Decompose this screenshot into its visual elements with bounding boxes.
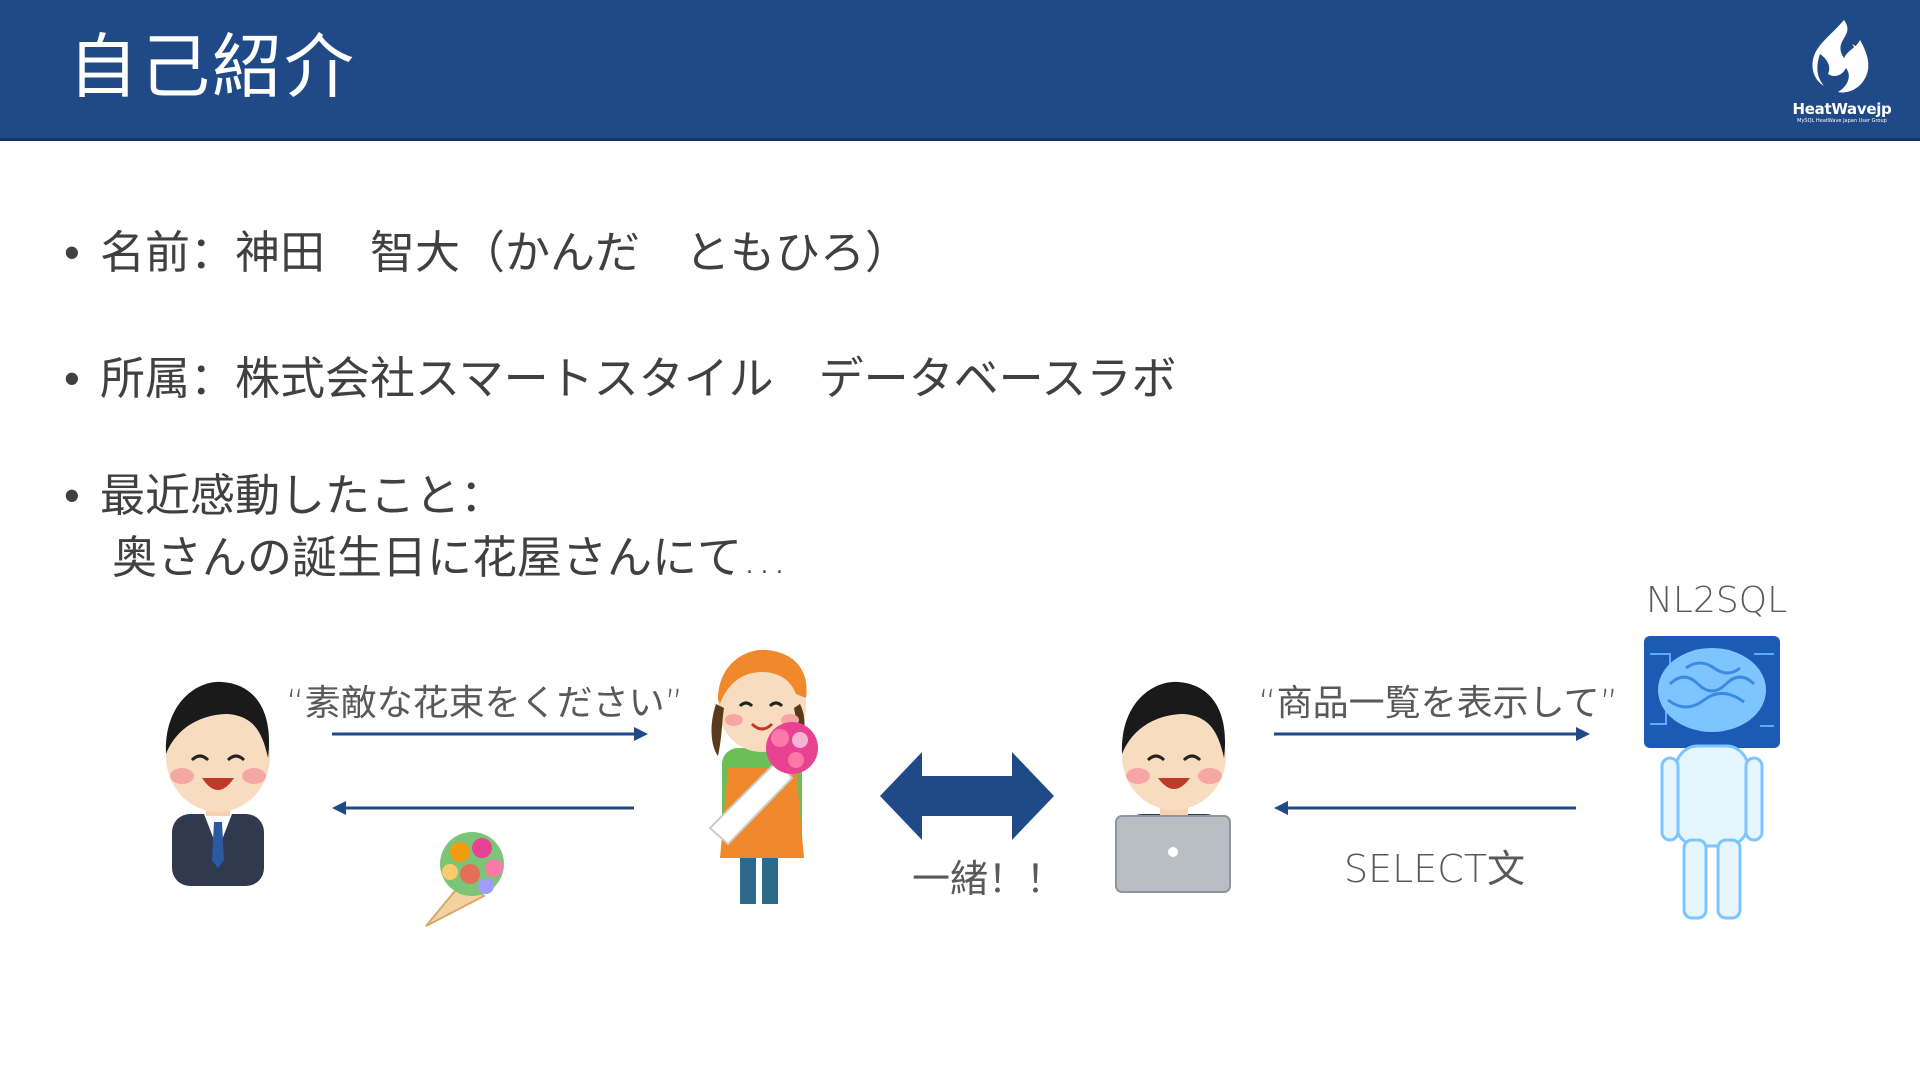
double-arrow [880,752,1054,840]
bullet-name: •名前：神田 智大（かんだ ともひろ） [64,222,910,284]
bullet-dot: • [64,222,100,284]
bullet-recent-line2: 奥さんの誕生日に花屋さんにて… [64,527,787,589]
bullet-dot: • [64,465,100,527]
select-statement-text: SELECT文 [1344,838,1525,893]
ai-brain-robot-illustration [1640,634,1784,924]
bullet-recent-line1: 最近感動したこと： [100,469,505,522]
page-title: 自己紹介 [68,22,356,112]
bullet-affiliation-text: 所属：株式会社スマートスタイル データベースラボ [100,352,1176,405]
bullet-recent: •最近感動したこと： 奥さんの誕生日に花屋さんにて… [64,465,787,589]
flower-request-text: “素敵な花束をください” [286,674,683,726]
right-arrow [1272,724,1592,744]
bullet-dot: • [64,348,100,410]
bullet-affiliation: •所属：株式会社スマートスタイル データベースラボ [64,348,1176,410]
logo-subtext: MySQL HeatWave Japan User Group [1786,118,1898,124]
right-arrow [330,724,650,744]
flame-icon [1786,14,1898,104]
logo-text: HeatWavejp [1786,100,1898,118]
left-arrow [330,798,650,818]
nl2sql-label: NL2SQL [1646,580,1787,621]
bullet-name-text: 名前：神田 智大（かんだ ともひろ） [100,226,910,279]
query-request-text: “商品一覧を表示して” [1258,674,1618,726]
header-bar: 自己紹介 HeatWavejp MySQL HeatWave Japan Use… [0,0,1920,141]
bouquet-illustration [410,826,520,930]
together-text: 一緒！！ [912,848,1064,903]
left-arrow [1272,798,1592,818]
laptop-user-illustration [1110,676,1238,894]
heatwave-logo: HeatWavejp MySQL HeatWave Japan User Gro… [1786,14,1898,132]
businessman-customer-illustration [158,674,278,886]
florist-illustration [700,648,830,908]
